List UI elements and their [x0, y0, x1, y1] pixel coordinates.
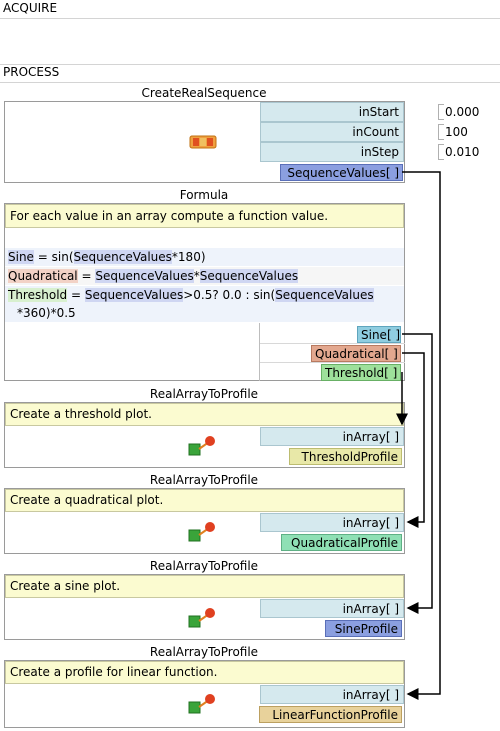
incount-value[interactable]: 100 [445, 125, 468, 139]
linear-profile-output[interactable]: LinearFunctionProfile [259, 706, 402, 723]
profile-icon [188, 436, 215, 456]
formula-description: For each value in an array compute a fun… [5, 204, 404, 228]
process-divider-top [0, 64, 500, 65]
create-sequence-title: CreateRealSequence [141, 86, 267, 100]
thr-expr-mid: >0.5? 0.0 : sin( [183, 288, 276, 302]
formula-line-threshold-cont[interactable]: *360)*0.5 [5, 304, 404, 322]
formula-line-sine[interactable]: Sine = sin(SequenceValues*180) [5, 248, 404, 266]
linear-profile-title: RealArrayToProfile [149, 645, 259, 659]
sine-output[interactable]: Sine[ ] [357, 326, 401, 343]
linear-profile-description: Create a profile for linear function. [5, 661, 404, 684]
incount-value-bracket [438, 124, 444, 140]
sine-profile-description: Create a sine plot. [5, 575, 404, 598]
quad-sequence-ref-1: SequenceValues [95, 269, 194, 283]
sine-expr-tail: *180) [171, 250, 206, 264]
thr-sequence-ref-1: SequenceValues [84, 288, 184, 302]
quad-expr-eq: = [77, 269, 96, 283]
quad-expr-op: * [193, 269, 200, 283]
quad-sequence-ref-2: SequenceValues [199, 269, 299, 283]
incount-port[interactable]: inCount [260, 122, 404, 142]
sine-profile-output[interactable]: SineProfile [325, 620, 402, 637]
instep-value[interactable]: 0.010 [445, 145, 480, 159]
process-section-label: PROCESS [3, 65, 60, 79]
thr-sequence-ref-2: SequenceValues [275, 288, 374, 302]
threshold-profile-input[interactable]: inArray[ ] [260, 427, 404, 446]
instep-value-bracket [438, 144, 444, 160]
threshold-profile-output[interactable]: ThresholdProfile [289, 448, 402, 465]
thr-expr-cont: *360)*0.5 [17, 306, 76, 320]
profile-icon [188, 522, 215, 542]
profile-icon [188, 608, 215, 628]
formula-output-sep-2 [260, 362, 405, 363]
formula-output-divider [259, 323, 260, 381]
sine-variable: Sine [8, 250, 34, 264]
threshold-output[interactable]: Threshold[ ] [321, 364, 401, 381]
threshold-profile-title: RealArrayToProfile [149, 387, 259, 401]
instep-port[interactable]: inStep [260, 142, 404, 162]
formula-line-quadratical[interactable]: Quadratical = SequenceValues*SequenceVal… [5, 267, 404, 285]
sine-profile-input[interactable]: inArray[ ] [260, 599, 404, 618]
formula-title: Formula [179, 188, 229, 202]
threshold-variable: Threshold [8, 288, 68, 302]
instart-value[interactable]: 0.000 [445, 105, 480, 119]
sequence-values-output[interactable]: SequenceValues[ ] [280, 164, 403, 181]
sine-expr-part: = sin( [33, 250, 74, 264]
threshold-profile-description: Create a threshold plot. [5, 403, 404, 426]
quadratical-output[interactable]: Quadratical[ ] [311, 345, 401, 362]
quadratical-profile-description: Create a quadratical plot. [5, 489, 404, 512]
acquire-section-label: ACQUIRE [3, 1, 58, 15]
formula-line-threshold[interactable]: Threshold = SequenceValues>0.5? 0.0 : si… [5, 286, 404, 304]
profile-icon [188, 694, 215, 714]
formula-output-sep-1 [260, 343, 405, 344]
quadratical-variable: Quadratical [8, 269, 78, 283]
wire-sine-to-sine-profile [402, 333, 433, 614]
wire-quadratical-to-profile [402, 352, 425, 528]
wire-sequence-to-linear [402, 171, 441, 700]
process-divider [0, 82, 500, 83]
quadratical-profile-title: RealArrayToProfile [149, 473, 259, 487]
quadratical-profile-output[interactable]: QuadraticalProfile [281, 534, 402, 551]
linear-profile-input[interactable]: inArray[ ] [260, 685, 404, 704]
create-sequence-node[interactable]: inStart inCount inStep SequenceValues[ ] [4, 101, 405, 183]
instart-port[interactable]: inStart [260, 102, 404, 122]
quadratical-profile-input[interactable]: inArray[ ] [260, 513, 404, 532]
sine-profile-title: RealArrayToProfile [149, 559, 259, 573]
thr-expr-eq: = [67, 288, 85, 302]
instart-value-bracket [438, 104, 444, 120]
acquire-divider [0, 18, 500, 19]
sequence-icon [189, 135, 217, 149]
sine-sequence-ref: SequenceValues [73, 250, 172, 264]
